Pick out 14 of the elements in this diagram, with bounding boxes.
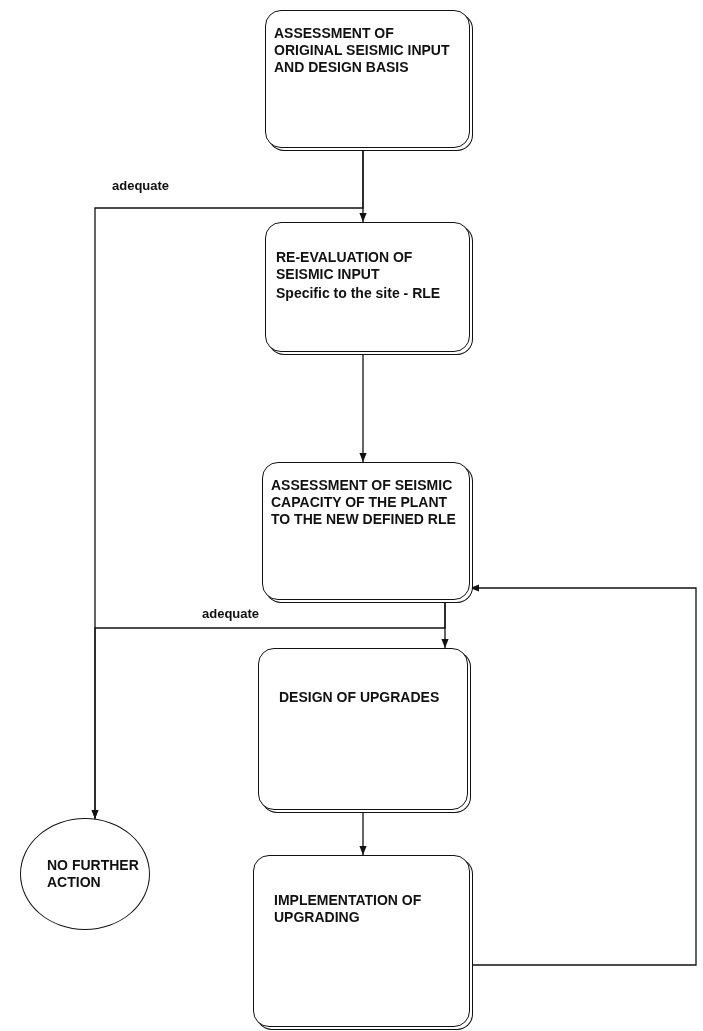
process-box (265, 222, 470, 352)
node-text: ASSESSMENT OF ORIGINAL SEISMIC INPUT AND DESIGN BASIS (274, 25, 451, 76)
node-text: ASSESSMENT OF SEISMIC CAPACITY OF THE PLANT TO THE NEW DEFINED RLE (271, 477, 457, 528)
process-box (253, 855, 470, 1027)
node-text: IMPLEMENTATION OF UPGRADING (274, 892, 423, 926)
process-box (262, 462, 470, 600)
edge-label: adequate (110, 178, 172, 193)
node-text: DESIGN OF UPGRADES (279, 689, 441, 706)
node-text: Specific to the site - RLE (276, 285, 442, 302)
process-box (265, 10, 470, 148)
node-text: NO FURTHER ACTION (47, 857, 140, 891)
node-text: RE-EVALUATION OF SEISMIC INPUT (276, 249, 414, 283)
process-box (258, 648, 468, 810)
edge-label: adequate (200, 606, 262, 621)
